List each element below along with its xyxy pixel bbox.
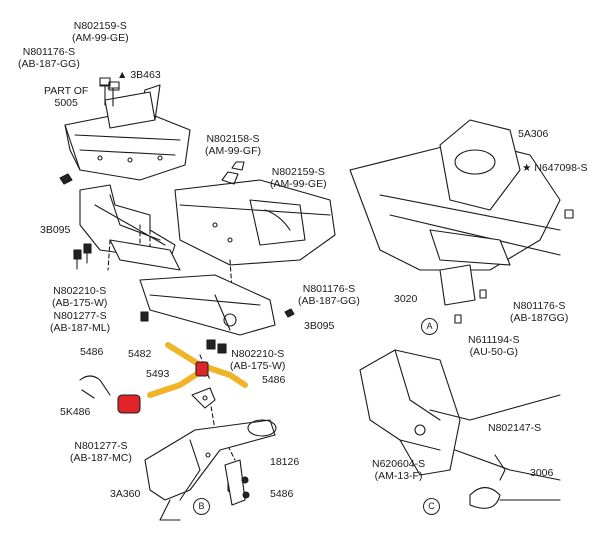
part-spec: (AB-187-ML) [50,322,111,334]
part-spec: (AB-175-W) [230,360,286,372]
label-n802147: N802147-S [488,422,542,434]
label-3b095-left: 3B095 [40,224,71,236]
part-number: N802158-S [206,133,260,145]
part-number: N801176-S [513,300,566,312]
part-spec: (AM-99-GE) [72,32,129,44]
triangle-icon: ▲ [117,69,128,81]
part-spec: (AB-175-W) [52,297,108,309]
part-number: N647098-S [534,162,588,174]
label-n802159-mid: N802159-S (AM-99-GE) [270,166,327,190]
label-n802159-top: N802159-S (AM-99-GE) [72,20,129,44]
label-n801277-bottom: N801277-S (AB-187-MC) [70,440,132,464]
control-arm-3a360 [144,419,277,521]
label-5493: 5493 [146,368,170,380]
label-5486-b: 5486 [262,374,286,386]
crossmember-bracket-upper [64,84,191,181]
bracket-3b095-left [79,184,176,261]
label-5486-a: 5486 [80,346,104,358]
part-spec: (AB-187-GG) [298,295,360,307]
view-tag-c: C [423,498,440,515]
part-ref: 5005 [54,97,78,109]
bolts-top [59,77,120,185]
part-spec: (AB-187GG) [510,312,569,324]
label-3b095-right: 3B095 [304,320,335,332]
crossmember-middle [174,161,336,266]
label-3a360: 3A360 [110,488,141,500]
part-number: N801176-S [22,46,76,58]
part-number: N802210-S [231,348,285,360]
part-number: N802159-S [73,20,127,32]
part-spec: (AB-187-GG) [18,58,80,70]
label-n801277-left: N801277-S (AB-187-ML) [50,310,110,334]
part-number: N801277-S [74,440,128,452]
label-3006: 3006 [530,467,554,479]
label-n801176-top: N801176-S (AB-187-GG) [18,46,80,70]
stabilizer-bar-5482 [165,342,248,388]
part-number: N802210-S [53,285,107,297]
part-spec: (AB-187-MC) [70,452,132,464]
bushing-left [79,375,141,414]
part-spec: (AM-13-F) [374,470,423,482]
view-tag-a: A [421,318,438,335]
link-18126 [224,459,250,506]
part-spec: (AM-99-GF) [205,145,261,157]
label-n802210-left: N802210-S (AB-175-W) [52,285,107,309]
label-18126: 18126 [270,456,300,468]
part-number: N611194-S [468,334,520,346]
part-of-text: PART OF [44,85,89,97]
part-number: N620604-S [372,458,426,470]
clamp-5486-mid [191,387,216,409]
label-3b463: ▲ 3B463 [117,69,161,81]
label-n801176-right: N801176-S (AB-187GG) [510,300,568,324]
part-spec: (AU-50-G) [469,346,518,358]
label-n801176-mid: N801176-S (AB-187-GG) [298,283,360,307]
bolts-left [73,243,149,322]
label-part-of-5005: PART OF 5005 [44,85,88,109]
bushing-mid [195,361,209,377]
label-n802158: N802158-S (AM-99-GF) [205,133,261,157]
label-n647098: ★ N647098-S [522,162,587,174]
bracket-lower-pair [109,239,276,336]
label-n611194: N611194-S (AU-50-G) [468,334,520,358]
label-5a306: 5A306 [518,128,549,140]
label-n802210-mid: N802210-S (AB-175-W) [230,348,285,372]
view-a-frame [349,119,574,324]
label-3020: 3020 [394,293,418,305]
bolts-mid [206,308,295,354]
star-icon: ★ [522,162,532,174]
part-ref: 3B463 [130,69,161,81]
part-number: N802159-S [271,166,325,178]
label-5486-c: 5486 [270,488,294,500]
part-spec: (AM-99-GE) [270,178,327,190]
part-number: N801176-S [302,283,356,295]
label-5482: 5482 [128,348,152,360]
part-number: N801277-S [53,310,107,322]
view-tag-b: B [193,498,210,515]
label-5k486: 5K486 [60,406,91,418]
view-c-assembly [359,349,561,509]
label-n620604: N620604-S (AM-13-F) [372,458,425,482]
